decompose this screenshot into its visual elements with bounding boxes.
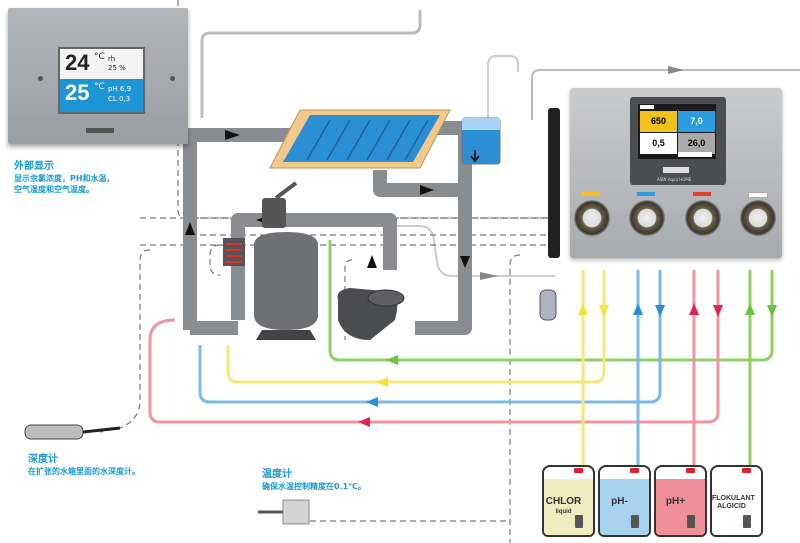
green-line xyxy=(328,240,774,362)
container-chlor: CHLOR liquid xyxy=(542,465,595,537)
lcd-button[interactable] xyxy=(678,152,712,157)
air-temp-unit: °C xyxy=(94,52,105,62)
balance-tank xyxy=(461,117,501,165)
dosing-lines xyxy=(148,240,774,465)
flow-arrow xyxy=(668,66,684,74)
air-temperature: 24 xyxy=(65,50,90,75)
depth-sensor-caption: 深度计 在扩张的水箱里面的水深度计。 xyxy=(28,453,140,477)
brand-plate xyxy=(86,128,114,133)
humidity-value: 25 % xyxy=(108,64,126,72)
peristaltic-pump-flokulant xyxy=(740,200,776,236)
external-display-title: 外部显示 xyxy=(14,161,54,172)
red-line xyxy=(148,270,720,424)
container-label: pH+ xyxy=(656,497,695,507)
controller-panel: 650 7,0 0,5 26,0 ASIN Aqua HOME xyxy=(630,97,726,185)
container-cap xyxy=(686,468,695,473)
yellow-line xyxy=(226,270,606,384)
peristaltic-pump-ph-plus xyxy=(685,200,721,236)
controller-feed-line xyxy=(531,69,800,120)
container-name: FLOKULANT xyxy=(712,495,755,502)
display-screen: 24 °C rh 25 % 25 °C pH 6,9 CL 0,3 xyxy=(58,47,145,114)
temperature-sensor-box xyxy=(282,499,310,525)
lcd-logo xyxy=(640,105,654,109)
chlorine-reading: CL 0,3 xyxy=(108,95,131,103)
mount-screw xyxy=(170,76,175,81)
pump-label-white xyxy=(748,192,768,198)
heater-coil xyxy=(226,243,242,263)
temperature-sensor-desc: 确保水温控制精度在0.1℃。 xyxy=(262,482,366,491)
external-display-desc-2: 空气湿度和空气温度。 xyxy=(14,185,94,194)
fill-water-line xyxy=(200,10,422,118)
suction-weight xyxy=(687,515,695,528)
pump-label-red xyxy=(693,192,711,196)
container-ph-minus: pH- xyxy=(598,465,651,537)
suction-weight xyxy=(631,515,639,528)
dosing-arrows xyxy=(358,303,777,427)
sand-filter xyxy=(254,181,318,340)
blue-line xyxy=(198,270,662,404)
free-chlorine-cell: 0,5 xyxy=(640,133,677,154)
container-fill xyxy=(656,479,705,535)
external-display-desc-1: 显示余氯浓度，PH和水温， xyxy=(14,174,115,183)
ph-cell: 7,0 xyxy=(678,111,715,132)
container-sub: ALGICID xyxy=(717,503,746,510)
container-label: pH- xyxy=(600,497,639,507)
depth-sensor-body xyxy=(24,424,84,440)
water-temperature: 25 xyxy=(65,80,90,105)
peristaltic-pump-ph-minus xyxy=(629,200,665,236)
pump-label-blue xyxy=(637,192,655,196)
depth-sensor-title: 深度计 xyxy=(28,454,58,465)
container-fill xyxy=(600,479,649,535)
dosing-controller: 650 7,0 0,5 26,0 ASIN Aqua HOME xyxy=(570,88,782,258)
temperature-sensor-title: 温度计 xyxy=(262,469,292,480)
external-display-caption: 外部显示 显示余氯浓度，PH和水温， 空气湿度和空气温度。 xyxy=(14,160,115,195)
depth-sensor-desc: 在扩张的水箱里面的水深度计。 xyxy=(28,467,140,476)
container-ph-plus: pH+ xyxy=(654,465,707,537)
ph-reading: pH 6,9 xyxy=(108,85,132,93)
container-label: CHLOR liquid xyxy=(544,497,583,517)
controller-lcd: 650 7,0 0,5 26,0 xyxy=(638,104,716,159)
suction-weight xyxy=(743,515,751,528)
flow-arrow xyxy=(480,272,498,280)
depth-sensor-cable xyxy=(82,426,121,434)
container-sub: liquid xyxy=(555,509,572,515)
water-temp-unit: °C xyxy=(94,82,105,92)
probe-sensor xyxy=(539,289,557,321)
controller-model: ASIN Aqua HOME xyxy=(657,177,692,182)
temperature-sensor-caption: 温度计 确保水温控制精度在0.1℃。 xyxy=(262,468,366,492)
container-name: CHLOR xyxy=(545,496,582,507)
controller-logo xyxy=(663,167,689,173)
container-fill xyxy=(712,479,761,535)
sample-line xyxy=(390,225,555,277)
pump-label-yellow xyxy=(582,192,600,196)
container-cap xyxy=(630,468,639,473)
chlorine-cell: 650 xyxy=(640,111,677,132)
container-name: pH- xyxy=(611,496,628,507)
circulation-pump xyxy=(337,288,405,340)
container-name: pH+ xyxy=(665,496,686,507)
probe-holder xyxy=(548,108,560,258)
container-cap xyxy=(742,468,751,473)
external-display-unit: 24 °C rh 25 % 25 °C pH 6,9 CL 0,3 xyxy=(8,8,188,144)
container-fill xyxy=(544,479,593,535)
swimming-pool xyxy=(269,109,451,169)
temperature-cell: 26,0 xyxy=(678,133,715,154)
mount-screw xyxy=(38,76,43,81)
peristaltic-pump-chlor xyxy=(574,200,610,236)
overflow-line-top xyxy=(487,55,519,122)
container-cap xyxy=(574,468,583,473)
suction-weight xyxy=(575,515,583,528)
humidity-label: rh xyxy=(108,55,116,63)
